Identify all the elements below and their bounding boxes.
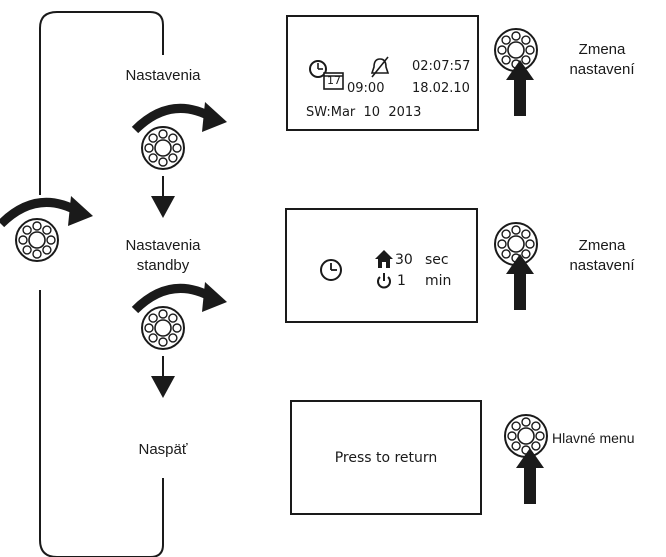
standby-action-line1: Zmena bbox=[578, 237, 626, 254]
software-version: SW:Mar 10 2013 bbox=[306, 105, 422, 120]
home-icon bbox=[375, 250, 393, 268]
settings-action-line1: Zmena bbox=[578, 41, 626, 58]
return-screen: Press to return bbox=[290, 400, 482, 515]
return-screen-text: Press to return bbox=[334, 450, 438, 466]
standby-screen-icons bbox=[320, 250, 393, 289]
step2-down-arrow-icon bbox=[151, 356, 175, 398]
power-timeout-value: 1 bbox=[397, 273, 406, 289]
step-back-label: Naspäť bbox=[138, 441, 188, 458]
alarm-off-icon bbox=[370, 56, 390, 78]
left-rotate-knob-icon bbox=[1, 196, 93, 262]
main-menu-label: Hlavné menu bbox=[552, 430, 635, 446]
standby-action-label: Zmena nastavení bbox=[552, 236, 652, 276]
return-press-knob-icon bbox=[504, 414, 548, 504]
standby-screen: 30 sec 1 min bbox=[285, 208, 478, 323]
clock-icon bbox=[309, 60, 327, 78]
calendar-icon bbox=[323, 72, 344, 90]
step-standby-label-line2: standby bbox=[136, 257, 190, 274]
step1-down-arrow-icon bbox=[151, 176, 175, 218]
settings-action-label: Zmena nastavení bbox=[552, 40, 652, 80]
power-icon bbox=[377, 273, 391, 289]
clock-icon bbox=[320, 259, 342, 281]
step-standby-label-line1: Nastavenia bbox=[125, 237, 201, 254]
home-timeout-value: 30 bbox=[395, 252, 413, 268]
menu-loop-bracket bbox=[39, 11, 164, 557]
step-settings-label: Nastavenia bbox=[125, 67, 201, 84]
step2-rotate-knob-icon bbox=[135, 282, 227, 350]
step1-rotate-knob-icon bbox=[135, 102, 227, 170]
power-timeout-unit: min bbox=[425, 273, 452, 289]
step-standby-label: Nastavenia standby bbox=[100, 236, 226, 276]
settings-action-line2: nastavení bbox=[569, 61, 635, 78]
alarm-time: 09:00 bbox=[347, 81, 385, 96]
standby-press-knob-icon bbox=[494, 222, 538, 310]
home-timeout-unit: sec bbox=[425, 252, 449, 268]
current-time: 02:07:57 bbox=[412, 59, 471, 74]
calendar-day: 17 bbox=[327, 74, 341, 87]
settings-screen-icons bbox=[309, 56, 390, 90]
standby-action-line2: nastavení bbox=[569, 257, 635, 274]
current-date: 18.02.10 bbox=[412, 81, 470, 96]
settings-press-knob-icon bbox=[494, 28, 538, 116]
settings-screen: 17 02:07:57 09:00 18.02.10 SW:Mar 10 201… bbox=[286, 15, 479, 131]
